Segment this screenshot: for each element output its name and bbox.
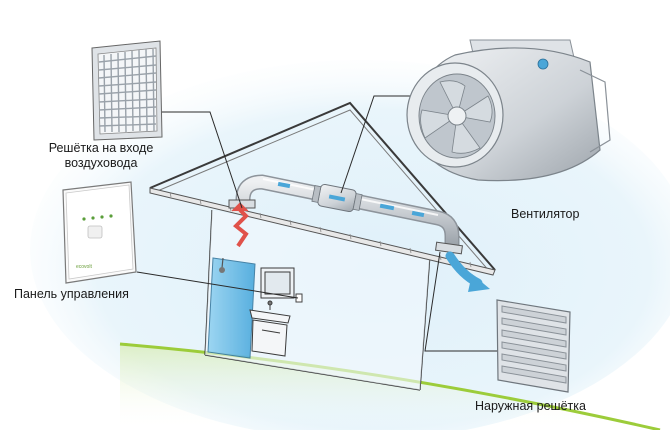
outdoor-grille-label: Наружная решётка bbox=[475, 399, 586, 413]
shower-cabin bbox=[207, 257, 256, 359]
airflow-out-arrowhead bbox=[468, 274, 490, 292]
control-panel-label: Панель управления bbox=[14, 287, 129, 301]
inlet-grille-image bbox=[91, 40, 163, 141]
sink bbox=[249, 267, 295, 357]
ground-shading bbox=[120, 345, 660, 430]
panel-brand-text: ecovolt bbox=[76, 264, 92, 270]
control-panel-image: ecovolt bbox=[62, 181, 137, 284]
fan-label: Вентилятор bbox=[511, 207, 580, 221]
outdoor-grille-image bbox=[496, 299, 571, 393]
airflow-in-arrow bbox=[233, 208, 249, 248]
fan-image bbox=[406, 39, 611, 182]
callout-lines bbox=[136, 95, 500, 352]
inlet-grille-label: Решётка на входе воздуховода bbox=[48, 141, 154, 170]
air-duct bbox=[228, 174, 463, 255]
